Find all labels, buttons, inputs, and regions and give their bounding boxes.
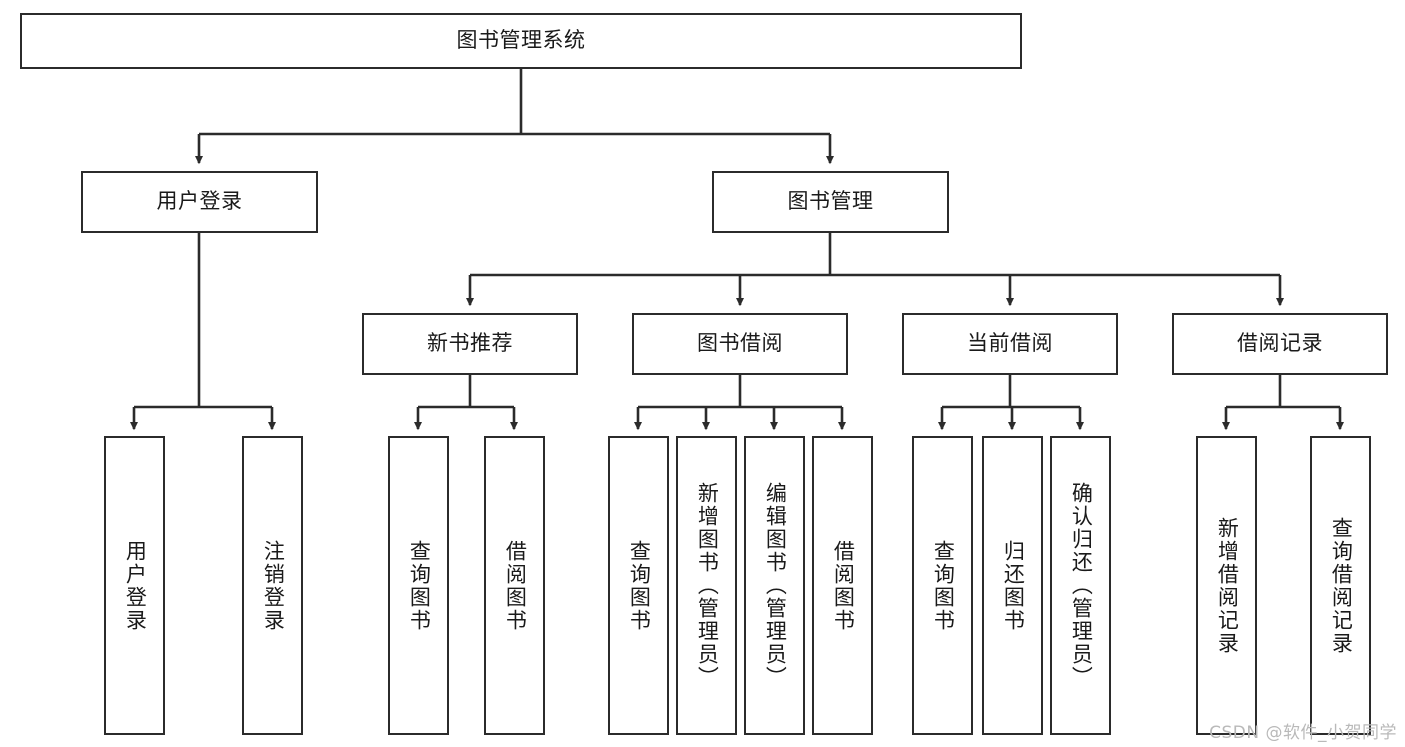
leaf-query-record[interactable]: 查询借阅记录 <box>1310 436 1371 735</box>
node-book-borrow[interactable]: 图书借阅 <box>632 313 848 375</box>
leaf-add-book[interactable]: 新增图书（管理员） <box>676 436 737 735</box>
leaf-add-record[interactable]: 新增借阅记录 <box>1196 436 1257 735</box>
leaf-label: 用户登录 <box>123 539 148 632</box>
leaf-label: 查询借阅记录 <box>1329 516 1354 655</box>
node-borrow-record[interactable]: 借阅记录 <box>1172 313 1388 375</box>
leaf-borrow-book-1[interactable]: 借阅图书 <box>484 436 545 735</box>
leaf-label: 确认归还（管理员） <box>1069 482 1094 689</box>
node-new-book-recommend[interactable]: 新书推荐 <box>362 313 578 375</box>
leaf-user-login[interactable]: 用户登录 <box>104 436 165 735</box>
leaf-borrow-book-2[interactable]: 借阅图书 <box>812 436 873 735</box>
leaf-query-book-1[interactable]: 查询图书 <box>388 436 449 735</box>
node-root-system[interactable]: 图书管理系统 <box>20 13 1022 69</box>
node-current-borrow[interactable]: 当前借阅 <box>902 313 1118 375</box>
leaf-label: 查询图书 <box>931 539 956 632</box>
leaf-label: 编辑图书（管理员） <box>763 482 788 689</box>
leaf-label: 借阅图书 <box>503 539 528 632</box>
leaf-confirm-return[interactable]: 确认归还（管理员） <box>1050 436 1111 735</box>
leaf-label: 归还图书 <box>1001 539 1026 632</box>
node-book-management[interactable]: 图书管理 <box>712 171 949 233</box>
leaf-query-book-3[interactable]: 查询图书 <box>912 436 973 735</box>
leaf-label: 注销登录 <box>261 539 286 632</box>
leaf-label: 新增图书（管理员） <box>695 482 720 689</box>
leaf-label: 查询图书 <box>627 539 652 632</box>
leaf-label: 查询图书 <box>407 539 432 632</box>
leaf-label: 新增借阅记录 <box>1215 516 1240 655</box>
leaf-logout-login[interactable]: 注销登录 <box>242 436 303 735</box>
watermark-text: CSDN @软件_小贺同学 <box>1209 723 1397 743</box>
leaf-label: 借阅图书 <box>831 539 856 632</box>
leaf-edit-book[interactable]: 编辑图书（管理员） <box>744 436 805 735</box>
leaf-return-book[interactable]: 归还图书 <box>982 436 1043 735</box>
node-user-login[interactable]: 用户登录 <box>81 171 318 233</box>
leaf-query-book-2[interactable]: 查询图书 <box>608 436 669 735</box>
